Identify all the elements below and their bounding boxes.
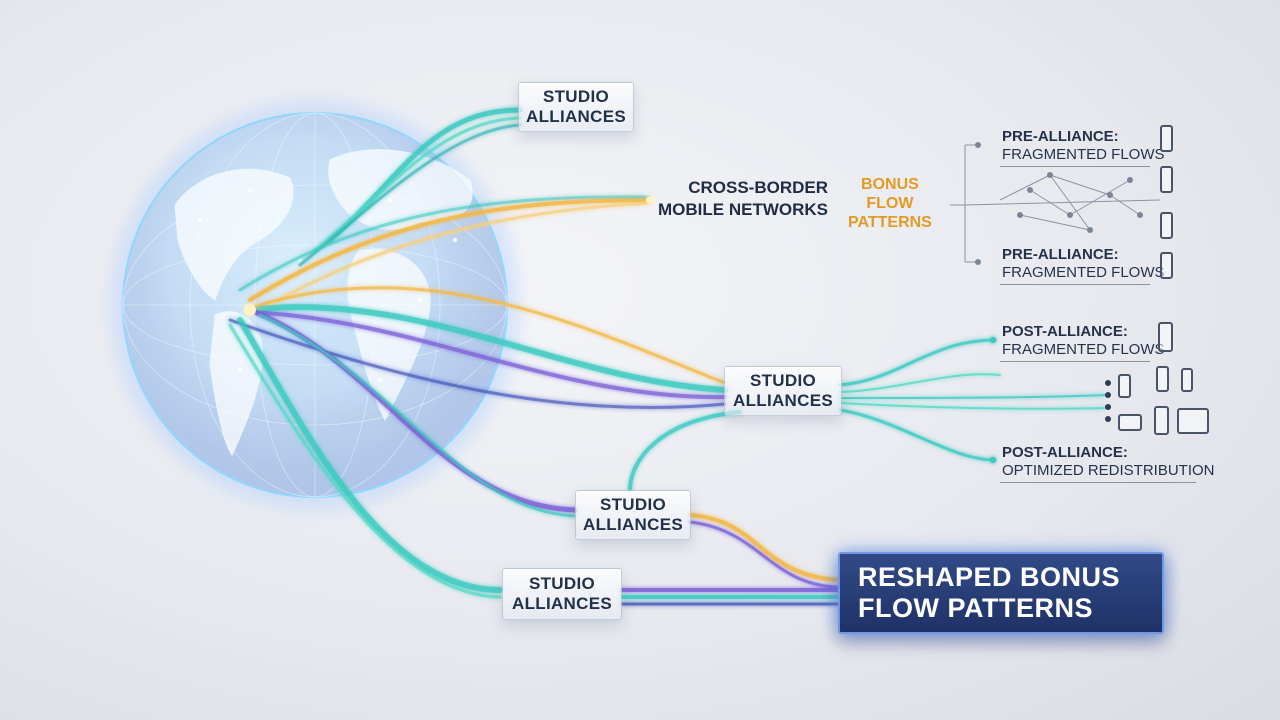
- box-line: STUDIO: [528, 574, 596, 593]
- post-alliance-label-bottom: POST-ALLIANCE: OPTIMIZED REDISTRIBUTION: [1002, 444, 1215, 480]
- tablet-icon: [1118, 414, 1142, 431]
- flow-to-studio-mid: [247, 304, 728, 393]
- result-line: RESHAPED BONUS: [858, 562, 1121, 592]
- smartphone-icon: [1160, 252, 1173, 279]
- divider: [1000, 482, 1196, 483]
- smartphone-icon: [1156, 366, 1169, 392]
- box-line: ALLIANCES: [583, 515, 683, 534]
- device-node: [1105, 380, 1111, 422]
- label-title: POST-ALLIANCE:: [1002, 323, 1128, 340]
- tablet-icon: [1177, 408, 1209, 434]
- smartphone-icon: [1154, 406, 1169, 435]
- label-subtitle: FRAGMENTED FLOWS: [1002, 264, 1165, 281]
- label-subtitle: FRAGMENTED FLOWS: [1002, 341, 1165, 358]
- bonus-flow-label: BONUS FLOW PATTERNS: [848, 175, 932, 232]
- smartphone-icon: [1158, 322, 1173, 352]
- label-subtitle: OPTIMIZED REDISTRIBUTION: [1002, 462, 1215, 479]
- box-line: ALLIANCES: [733, 391, 833, 410]
- cross-border-line: CROSS-BORDER: [688, 178, 828, 197]
- smartphone-icon: [1160, 212, 1173, 239]
- label-title: POST-ALLIANCE:: [1002, 444, 1128, 461]
- flow-to-studio-bottom: [237, 317, 503, 593]
- pre-alliance-label-bottom: PRE-ALLIANCE: FRAGMENTED FLOWS: [1002, 246, 1165, 282]
- box-line: STUDIO: [542, 87, 610, 106]
- pre-alliance-network: [950, 144, 1161, 263]
- bonus-line: PATTERNS: [848, 214, 932, 231]
- post-alliance-label-top: POST-ALLIANCE: FRAGMENTED FLOWS: [1002, 323, 1165, 359]
- box-line: ALLIANCES: [512, 594, 612, 613]
- flow-lines: [228, 107, 1106, 606]
- box-line: ALLIANCES: [526, 107, 626, 126]
- label-subtitle: FRAGMENTED FLOWS: [1002, 146, 1165, 163]
- studio-alliances-box-lower: STUDIO ALLIANCES: [575, 490, 691, 540]
- bonus-line: BONUS: [861, 176, 919, 193]
- box-line: STUDIO: [599, 495, 667, 514]
- divider: [1000, 166, 1150, 167]
- divider: [1000, 361, 1150, 362]
- studio-alliances-box-mid: STUDIO ALLIANCES: [724, 366, 842, 416]
- smartphone-icon: [1181, 368, 1193, 392]
- network-node: [975, 142, 1143, 265]
- smartphone-icon: [1160, 125, 1173, 152]
- smartphone-icon: [1118, 374, 1131, 398]
- box-line: STUDIO: [749, 371, 817, 390]
- post-alliance-nodes: [990, 337, 996, 463]
- label-title: PRE-ALLIANCE:: [1002, 128, 1119, 145]
- studio-alliances-box-top: STUDIO ALLIANCES: [518, 82, 634, 132]
- divider: [1000, 284, 1150, 285]
- cross-border-label: CROSS-BORDER MOBILE NETWORKS: [658, 177, 828, 221]
- smartphone-icon: [1160, 166, 1173, 193]
- bonus-line: FLOW: [866, 195, 914, 212]
- cross-border-line: MOBILE NETWORKS: [658, 200, 828, 219]
- result-line: FLOW PATTERNS: [858, 593, 1093, 623]
- label-title: PRE-ALLIANCE:: [1002, 246, 1119, 263]
- reshaped-bonus-flow-patterns-box: RESHAPED BONUS FLOW PATTERNS: [838, 552, 1164, 634]
- flow-to-cross-border: [248, 198, 652, 302]
- studio-alliances-box-bottom: STUDIO ALLIANCES: [502, 568, 622, 620]
- pre-alliance-label-top: PRE-ALLIANCE: FRAGMENTED FLOWS: [1002, 128, 1165, 164]
